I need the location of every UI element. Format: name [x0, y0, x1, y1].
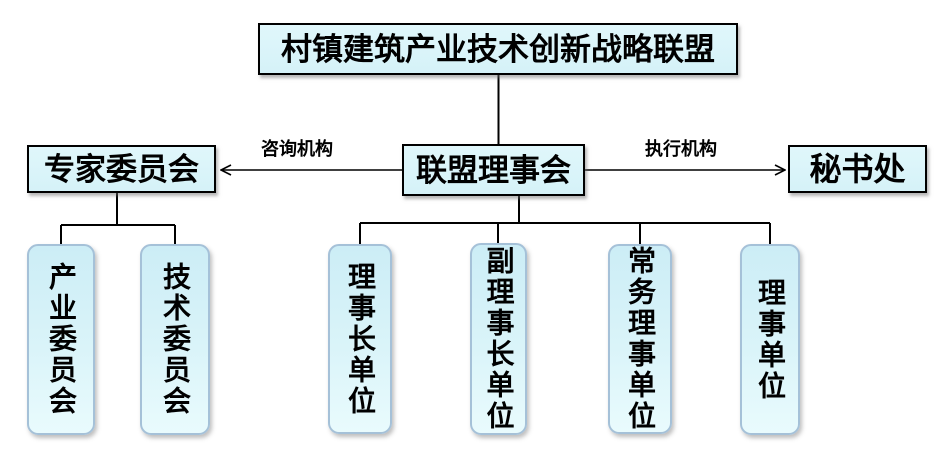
node-vice-chairman-unit-label: 副理事长单位 [483, 246, 515, 432]
node-chairman-unit: 理事长单位 [328, 244, 392, 434]
node-director-unit-label: 理事单位 [755, 277, 786, 402]
node-expert-committee: 专家委员会 [27, 145, 216, 193]
edge-council-children [359, 196, 771, 246]
node-alliance: 村镇建筑产业技术创新战略联盟 [258, 23, 738, 75]
executive-edge-label: 执行机构 [645, 139, 717, 159]
node-industry-committee-label: 产业委员会 [46, 262, 77, 417]
node-vice-chairman-unit: 副理事长单位 [470, 243, 527, 435]
node-technology-committee: 技术委员会 [140, 244, 210, 435]
node-executive-director-unit: 常务理事单位 [608, 244, 672, 434]
node-council: 联盟理事会 [402, 144, 585, 196]
advisory-edge-label: 咨询机构 [261, 139, 333, 159]
node-alliance-label: 村镇建筑产业技术创新战略联盟 [281, 31, 715, 67]
node-director-unit: 理事单位 [740, 244, 800, 435]
node-secretariat: 秘书处 [788, 145, 927, 193]
node-secretariat-label: 秘书处 [809, 151, 906, 187]
node-executive-director-unit-label: 常务理事单位 [625, 246, 656, 432]
node-technology-committee-label: 技术委员会 [160, 262, 191, 417]
node-expert-committee-label: 专家委员会 [44, 151, 199, 187]
node-industry-committee: 产业委员会 [27, 244, 95, 435]
node-chairman-unit-label: 理事长单位 [345, 261, 376, 417]
node-council-label: 联盟理事会 [416, 152, 571, 188]
edge-expert-children [60, 193, 176, 246]
